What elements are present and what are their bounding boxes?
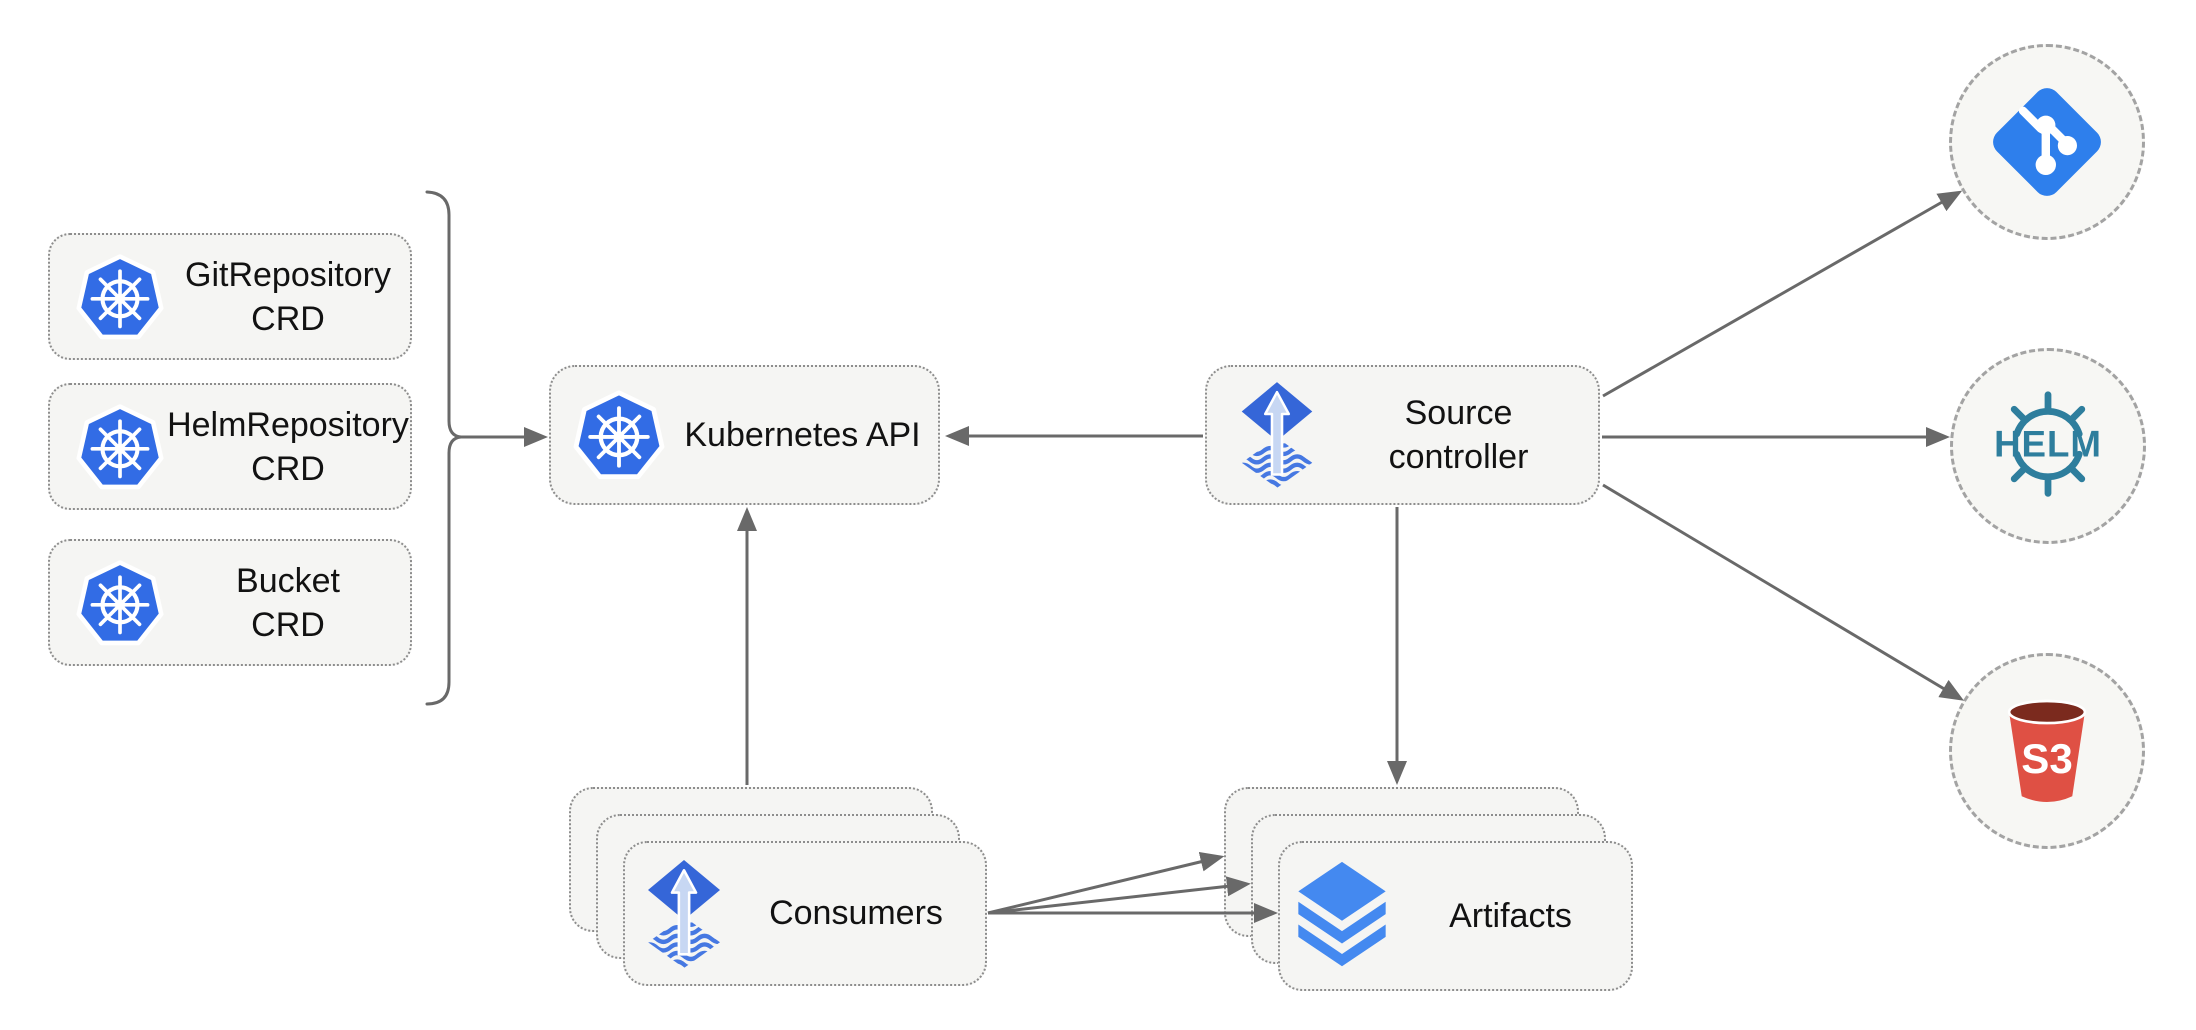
flux-icon xyxy=(1235,382,1319,488)
helm-repository-target: HELM xyxy=(1950,348,2146,544)
git-icon xyxy=(1993,88,2101,196)
helm-label: HELM xyxy=(1994,424,2102,465)
kubernetes-api-node: Kubernetes API xyxy=(549,365,940,505)
helm-icon: HELM xyxy=(1994,391,2102,497)
consumers-node: Consumers xyxy=(623,841,987,986)
git-repository-target xyxy=(1949,44,2145,240)
crd-box-helmrepository: HelmRepository CRD xyxy=(48,383,412,510)
flux-icon xyxy=(641,860,727,968)
node-label: Artifacts xyxy=(1449,896,1572,935)
node-label: HelmRepository CRD xyxy=(167,405,409,488)
node-label: Source controller xyxy=(1388,394,1529,476)
node-label: Consumers xyxy=(769,894,943,932)
kubernetes-icon xyxy=(74,401,166,493)
artifacts-node: Artifacts xyxy=(1278,841,1633,991)
kubernetes-icon xyxy=(74,557,166,649)
node-label: Kubernetes API xyxy=(684,416,921,454)
s3-bucket-target: S3 xyxy=(1949,653,2145,849)
arrow-consumers-to-artifacts-2 xyxy=(987,876,1251,915)
s3-label: S3 xyxy=(2021,735,2073,782)
node-label: GitRepository CRD xyxy=(185,255,391,338)
crd-box-gitrepository: GitRepository CRD xyxy=(48,233,412,360)
s3-bucket-icon: S3 xyxy=(2007,699,2087,803)
source-controller-node: Source controller xyxy=(1205,365,1600,505)
layers-icon xyxy=(1298,861,1386,967)
arrow-source-to-git xyxy=(1602,190,1963,398)
arrow-consumers-to-artifacts-1 xyxy=(987,851,1225,915)
arrow-source-to-s3 xyxy=(1602,483,1965,701)
kubernetes-icon xyxy=(571,387,667,483)
kubernetes-icon xyxy=(74,251,166,343)
node-label: Bucket CRD xyxy=(236,561,340,644)
crd-group-bracket xyxy=(425,190,462,706)
crd-box-bucket: Bucket CRD xyxy=(48,539,412,666)
